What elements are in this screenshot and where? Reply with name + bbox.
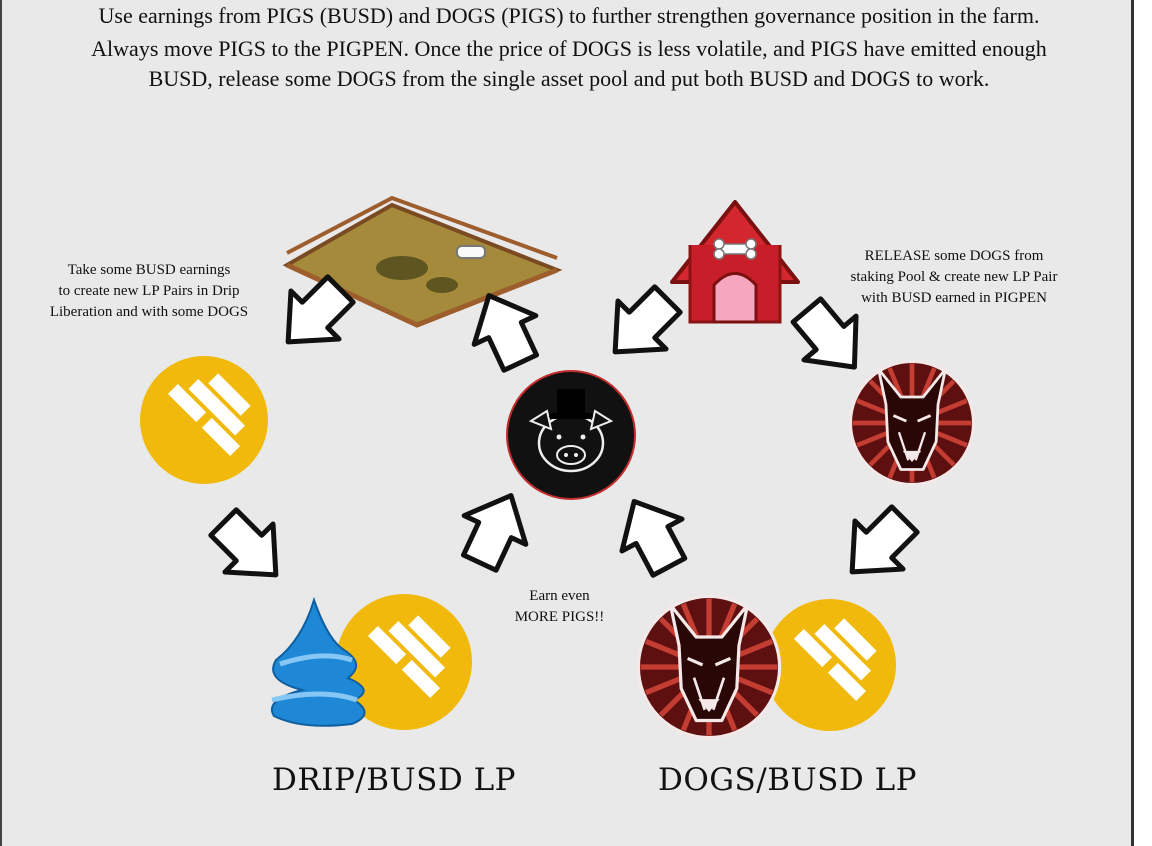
dogs-token-icon <box>638 596 779 737</box>
dogs-busd-lp-label: DOGS/BUSD LP <box>658 762 918 798</box>
dogs-token-icon <box>851 362 974 485</box>
intro-line-2: Always move PIGS to the PIGPEN. Once the… <box>91 36 1047 61</box>
drip-token-icon <box>271 596 366 727</box>
busd-coin-icon <box>336 594 472 730</box>
left-note-line-2: to create new LP Pairs in Drip <box>58 283 240 299</box>
doghouse-icon <box>670 200 800 324</box>
left-note-line-3: Liberation and with some DOGS <box>49 304 249 320</box>
intro-line-3: BUSD, release some DOGS from the single … <box>148 66 990 91</box>
intro-line-1: Use earnings from PIGS (BUSD) and DOGS (… <box>98 3 1040 28</box>
busd-coin-icon <box>140 356 268 484</box>
center-note-line-1: Earn even <box>529 588 590 604</box>
left-note: Take some BUSD earnings to create new LP… <box>24 260 274 323</box>
center-note: Earn even MORE PIGS!! <box>497 586 622 628</box>
right-note: RELEASE some DOGS from staking Pool & cr… <box>824 246 1084 309</box>
center-note-line-2: MORE PIGS!! <box>514 609 605 625</box>
left-note-line-1: Take some BUSD earnings <box>67 262 231 278</box>
arrow-icon <box>828 496 928 596</box>
arrow-icon <box>200 499 300 599</box>
busd-coin-icon <box>764 599 896 731</box>
pigs-token-icon <box>506 370 636 500</box>
arrow-icon <box>604 485 699 582</box>
arrow-icon <box>449 481 542 577</box>
right-note-line-1: RELEASE some DOGS from <box>864 248 1044 264</box>
right-note-line-3: with BUSD earned in PIGPEN <box>861 290 1047 306</box>
right-note-line-2: staking Pool & create new LP Pair <box>850 269 1058 285</box>
arrow-icon <box>591 276 691 376</box>
drip-busd-lp-label: DRIP/BUSD LP <box>272 762 517 798</box>
